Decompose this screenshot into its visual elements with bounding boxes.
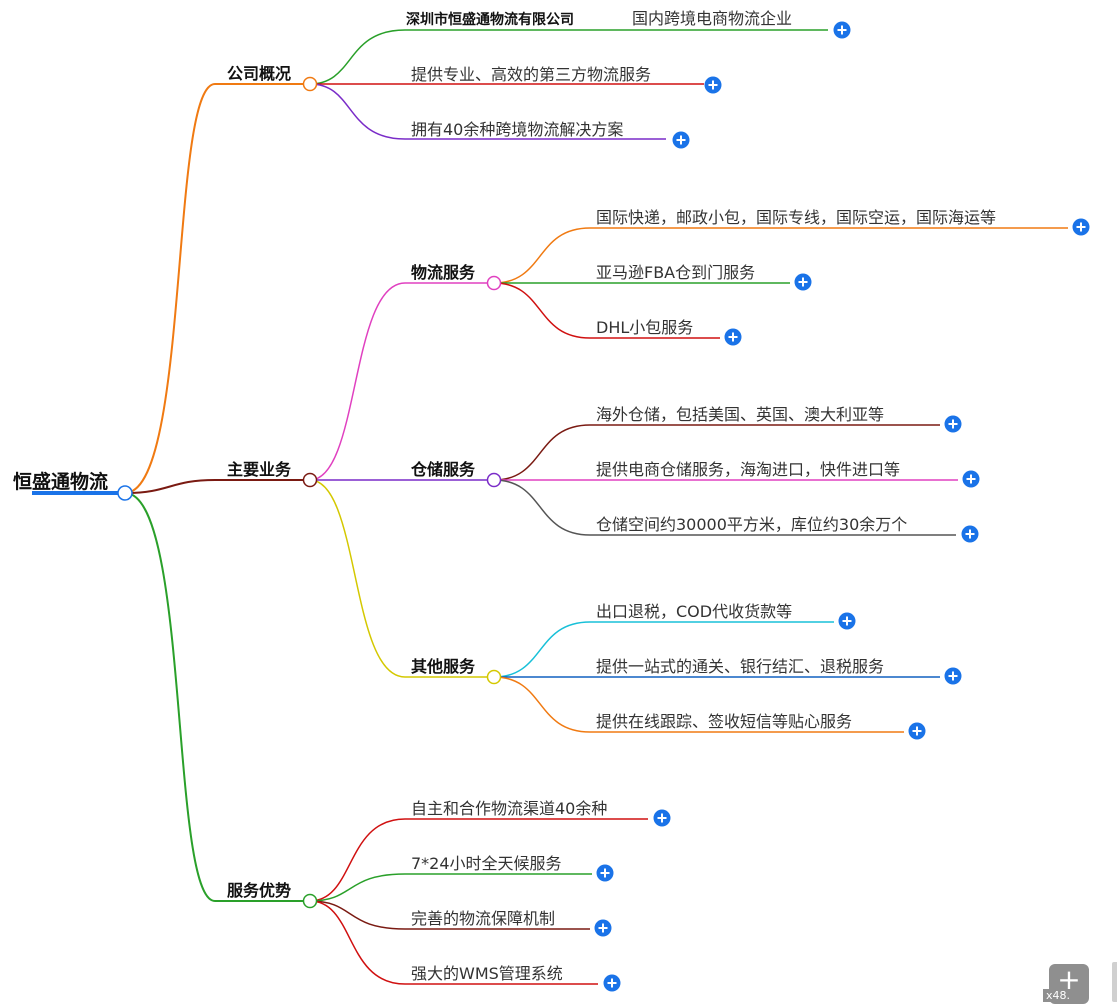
leaf-ls-2-label: 亚马逊FBA仓到门服务 (596, 263, 755, 282)
connector-co-3 (309, 83, 666, 140)
expand-button[interactable] (672, 131, 690, 149)
company-name-title: 深圳市恒盛通物流有限公司 (406, 11, 574, 28)
connector-os-3 (493, 676, 904, 733)
root-label: 恒盛通物流 (13, 470, 108, 493)
connector-main-business (124, 479, 310, 494)
leaf-os-3-label: 提供在线跟踪、签收短信等贴心服务 (596, 712, 852, 731)
expand-button[interactable] (724, 328, 742, 346)
zoom-level: x48. (1043, 989, 1074, 1002)
expand-button[interactable] (961, 525, 979, 543)
connector-ls-1 (493, 227, 1068, 284)
expand-button[interactable] (594, 919, 612, 937)
connector-ls-3 (493, 282, 720, 339)
leaf-ws-2-label: 提供电商仓储服务，海淘进口，快件进口等 (596, 460, 900, 479)
leaf-ls-3-label: DHL小包服务 (596, 318, 693, 337)
branch-service-advantages-label: 服务优势 (227, 881, 291, 900)
sub-logistics-services-node[interactable] (486, 275, 502, 291)
leaf-sa-2-label: 7*24小时全天候服务 (411, 854, 562, 873)
zoom-in-button[interactable]: + x48. (1043, 963, 1089, 1004)
sub-logistics-services-label: 物流服务 (411, 263, 476, 282)
expand-button[interactable] (1072, 218, 1090, 236)
sub-other-services-label: 其他服务 (411, 657, 476, 676)
leaf-sa-4-label: 强大的WMS管理系统 (411, 964, 563, 983)
leaf-ws-1-label: 海外仓储，包括美国、英国、澳大利亚等 (596, 405, 884, 424)
leaf-sa-1-label: 自主和合作物流渠道40余种 (411, 799, 607, 818)
expand-button[interactable] (653, 809, 671, 827)
expand-button[interactable] (794, 273, 812, 291)
sub-warehousing-services-label: 仓储服务 (410, 460, 476, 479)
connector-sa-1 (309, 818, 648, 902)
branch-company-overview-label: 公司概况 (227, 64, 291, 83)
expand-button[interactable] (838, 612, 856, 630)
expand-button[interactable] (603, 974, 621, 992)
connector-company-overview (124, 83, 310, 494)
expand-button[interactable] (944, 667, 962, 685)
expand-button[interactable] (833, 21, 851, 39)
leaf-sa-3-label: 完善的物流保障机制 (411, 909, 555, 928)
expand-button[interactable] (908, 722, 926, 740)
connector-other-services (309, 479, 494, 678)
branch-service-advantages-node[interactable] (302, 893, 318, 909)
connector-ws-3 (493, 479, 956, 536)
connector-sa-3 (309, 900, 590, 930)
leaf-co-3-label: 拥有40余种跨境物流解决方案 (411, 120, 623, 139)
expand-button[interactable] (704, 76, 722, 94)
leaf-ws-3-label: 仓储空间约30000平方米，库位约30余万个 (596, 515, 907, 534)
connector-co-1 (309, 29, 828, 85)
connector-sa-2 (309, 873, 592, 902)
connector-os-1 (493, 621, 834, 678)
expand-button[interactable] (944, 415, 962, 433)
side-panel-tab[interactable] (1112, 962, 1117, 1002)
leaf-co-2-label: 提供专业、高效的第三方物流服务 (411, 65, 651, 84)
branch-company-overview-node[interactable] (302, 76, 318, 92)
connector-logistics-services (309, 282, 494, 481)
leaf-os-2-label: 提供一站式的通关、银行结汇、退税服务 (596, 657, 884, 676)
sub-other-services-node[interactable] (486, 669, 502, 685)
expand-button[interactable] (596, 864, 614, 882)
expand-button[interactable] (962, 470, 980, 488)
connector-ws-1 (493, 424, 940, 481)
sub-warehousing-services-node[interactable] (486, 472, 502, 488)
connector-service-advantages (124, 492, 310, 902)
leaf-ls-1-label: 国际快递，邮政小包，国际专线，国际空运，国际海运等 (596, 208, 996, 227)
connector-sa-4 (309, 900, 598, 985)
branch-main-business-label: 主要业务 (227, 460, 292, 479)
plus-icon: + (1057, 963, 1081, 996)
branch-main-business-node[interactable] (302, 472, 318, 488)
leaf-co-1-label: 国内跨境电商物流企业 (632, 9, 792, 28)
leaf-os-1-label: 出口退税，COD代收货款等 (596, 602, 792, 621)
root-node[interactable] (117, 485, 133, 501)
